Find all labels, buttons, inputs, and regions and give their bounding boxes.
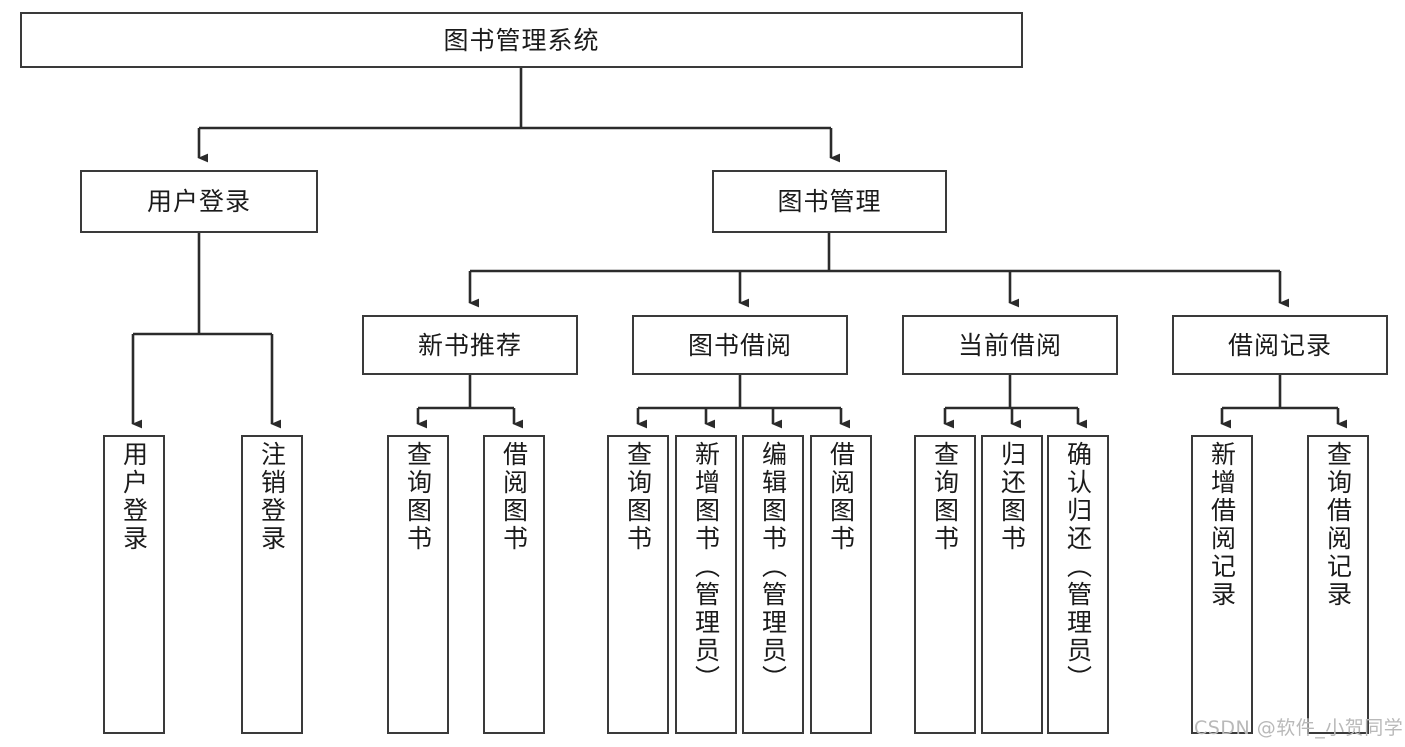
- node-label: 新书推荐: [417, 330, 522, 360]
- node-label: 查询图书: [930, 441, 960, 553]
- node-label: 借阅记录: [1227, 330, 1332, 360]
- leaf-user-login[interactable]: 用户登录: [103, 435, 165, 734]
- leaf-query-book-recommend[interactable]: 查询图书: [387, 435, 449, 734]
- node-label: 用户登录: [146, 187, 251, 216]
- node-label: 借阅图书: [826, 441, 856, 553]
- node-label: 当前借阅: [957, 330, 1062, 360]
- node-label: 查询图书: [623, 441, 653, 553]
- node-label: 编辑图书（管理员）: [758, 441, 788, 693]
- node-label: 新增借阅记录: [1207, 441, 1237, 609]
- leaf-borrow-book[interactable]: 借阅图书: [810, 435, 872, 734]
- leaf-query-book-current[interactable]: 查询图书: [914, 435, 976, 734]
- node-user-login[interactable]: 用户登录: [80, 170, 318, 233]
- leaf-edit-book-admin[interactable]: 编辑图书（管理员）: [742, 435, 804, 734]
- leaf-add-book-admin[interactable]: 新增图书（管理员）: [675, 435, 737, 734]
- node-new-book-recommend[interactable]: 新书推荐: [362, 315, 578, 375]
- node-root-book-management-system[interactable]: 图书管理系统: [20, 12, 1023, 68]
- node-label: 图书管理系统: [443, 25, 600, 55]
- node-label: 注销登录: [257, 441, 287, 553]
- node-label: 用户登录: [119, 441, 149, 553]
- node-label: 借阅图书: [499, 441, 529, 553]
- leaf-return-book[interactable]: 归还图书: [981, 435, 1043, 734]
- node-label: 归还图书: [997, 441, 1027, 553]
- csdn-watermark: CSDN @软件_小贺同学: [1194, 717, 1404, 739]
- node-label: 查询图书: [403, 441, 433, 553]
- leaf-query-borrow-record[interactable]: 查询借阅记录: [1307, 435, 1369, 734]
- node-book-borrow[interactable]: 图书借阅: [632, 315, 848, 375]
- node-label: 查询借阅记录: [1323, 441, 1353, 609]
- node-label: 新增图书（管理员）: [691, 441, 721, 693]
- node-current-borrow[interactable]: 当前借阅: [902, 315, 1118, 375]
- leaf-query-book-borrow[interactable]: 查询图书: [607, 435, 669, 734]
- node-book-management[interactable]: 图书管理: [712, 170, 947, 233]
- leaf-add-borrow-record[interactable]: 新增借阅记录: [1191, 435, 1253, 734]
- leaf-borrow-book-recommend[interactable]: 借阅图书: [483, 435, 545, 734]
- node-label: 确认归还（管理员）: [1063, 441, 1093, 693]
- leaf-logout[interactable]: 注销登录: [241, 435, 303, 734]
- node-borrow-record[interactable]: 借阅记录: [1172, 315, 1388, 375]
- node-label: 图书借阅: [687, 330, 792, 360]
- node-label: 图书管理: [777, 187, 882, 216]
- leaf-confirm-return-admin[interactable]: 确认归还（管理员）: [1047, 435, 1109, 734]
